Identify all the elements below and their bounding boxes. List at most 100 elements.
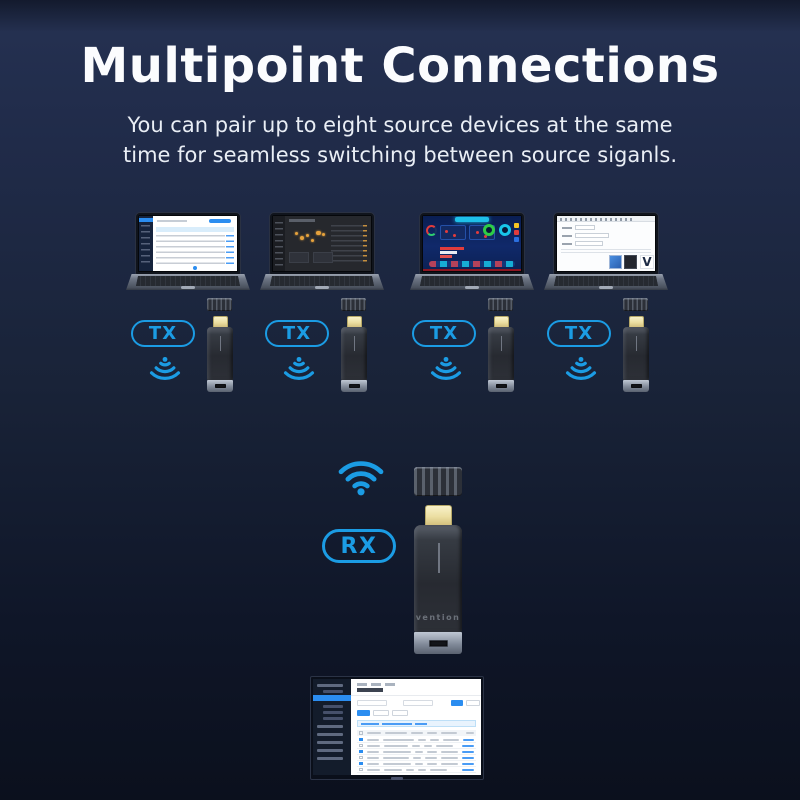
alert-text [382, 722, 412, 725]
row-action-links [462, 750, 474, 753]
source-laptop-2 [260, 213, 384, 291]
form-label [562, 227, 572, 229]
column-header [440, 732, 457, 734]
usb-port [630, 384, 642, 388]
divider [561, 249, 651, 250]
status-dot [484, 235, 487, 238]
info-banner [156, 227, 234, 232]
column-header [410, 732, 423, 734]
cell-text [383, 750, 412, 753]
filter-input [357, 700, 387, 706]
console-main [351, 679, 481, 775]
toolbar-icons [560, 218, 635, 221]
dongle-cap [488, 298, 513, 311]
tx-label: TX [282, 323, 312, 344]
sidebar-subitem [323, 711, 343, 714]
form-field [575, 241, 603, 246]
cell-text [415, 750, 424, 753]
dongle-body [488, 327, 514, 380]
sidebar-menu-items [141, 225, 150, 265]
select-all-checkbox [359, 731, 363, 735]
cell-text [441, 762, 459, 765]
editor-toolbar [557, 216, 655, 222]
form-label [562, 235, 572, 237]
map-marker [322, 233, 325, 236]
dongle-body [623, 327, 649, 380]
source-laptop-3 [410, 213, 534, 291]
light-admin-dashboard-screenshot [139, 216, 237, 271]
bar-chart-bar [440, 255, 452, 258]
row-checkbox [359, 749, 363, 754]
column-header [466, 732, 474, 734]
cell-text [418, 738, 426, 741]
usb-port [214, 384, 226, 388]
table-row [357, 743, 476, 749]
secondary-button [373, 710, 389, 716]
sidebar-subitem [323, 705, 343, 708]
app-sidebar [273, 216, 285, 271]
row-action-links [462, 768, 474, 771]
page-subtitle: You can pair up to eight source devices … [0, 110, 800, 170]
laptop-screen [420, 213, 524, 274]
visualization-dashboard-screenshot [423, 216, 521, 271]
tx-label: TX [148, 323, 178, 344]
table-row [357, 755, 476, 761]
alert-link [415, 722, 427, 725]
monitor-stand-notch [391, 777, 403, 780]
sidebar-active-item [313, 695, 351, 701]
dongle-cap [207, 298, 232, 311]
tx-dongle [341, 316, 367, 392]
reset-button [466, 700, 480, 706]
tx-label: TX [429, 323, 459, 344]
hdmi-connector [493, 316, 509, 327]
laptop-base [126, 274, 250, 290]
bar-chart-bar [440, 251, 457, 254]
secondary-button [392, 710, 408, 716]
dongle-band [207, 380, 233, 392]
subtitle-line-2: time for seamless switching between sour… [123, 143, 677, 167]
cell-text [383, 744, 408, 747]
map-marker [300, 236, 304, 240]
cell-text [383, 756, 410, 759]
usb-port [348, 384, 360, 388]
cell-text [405, 768, 414, 771]
table-row [357, 761, 476, 767]
wifi-signal-down-icon [282, 356, 316, 384]
legend-square-blue [514, 237, 519, 242]
laptop-base [544, 274, 668, 290]
dongle-seam [438, 543, 440, 573]
dashboard-header [289, 219, 315, 222]
status-dot [453, 234, 456, 237]
product-thumbnail-dark [624, 255, 637, 269]
hdmi-connector [212, 316, 228, 327]
dongle-seam [220, 336, 221, 351]
cell-text [411, 744, 420, 747]
tx-badge: TX [547, 320, 611, 347]
rx-label: RX [340, 533, 378, 559]
product-thumbnail-blue [609, 255, 622, 269]
form-label [562, 243, 572, 245]
wifi-signal-down-icon [148, 356, 182, 384]
sidebar-active-item [139, 218, 153, 222]
tx-dongle [488, 316, 514, 392]
form-field [575, 225, 595, 230]
cell-text [366, 762, 380, 765]
laptop-keyboard [136, 276, 240, 286]
tx-badge: TX [265, 320, 329, 347]
add-button [357, 710, 370, 716]
sidebar-item [317, 749, 343, 752]
tx-dongle [207, 316, 233, 392]
primary-button [209, 219, 231, 223]
cell-text [413, 756, 422, 759]
dongle-seam [354, 336, 355, 351]
row-action-links [462, 744, 474, 747]
cell-text [366, 738, 379, 741]
map-marker [295, 232, 298, 235]
subtitle-line-1: You can pair up to eight source devices … [127, 113, 673, 137]
sidebar-item [317, 725, 343, 728]
map-marker [311, 239, 314, 242]
laptop-screen [270, 213, 374, 274]
table-row [357, 749, 476, 755]
table-action-links [226, 235, 234, 265]
table-header [357, 730, 476, 736]
